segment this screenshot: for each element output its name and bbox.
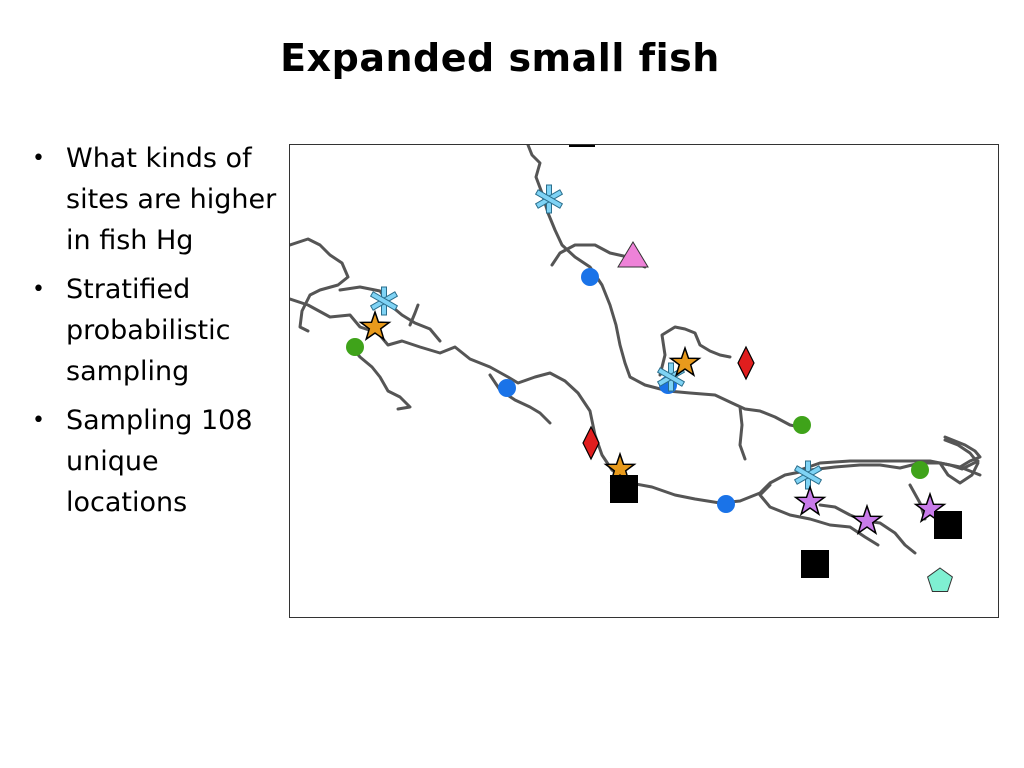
bullet-list: • What kinds of sites are higher in fish…	[28, 138, 278, 531]
river-east-channel	[758, 483, 880, 547]
teal-pentagon-markers	[927, 567, 953, 592]
blue-circle-marker	[498, 379, 516, 397]
red-diamond-marker	[737, 345, 755, 381]
purple-star-markers	[793, 484, 947, 535]
purple-star-marker	[913, 491, 947, 523]
river-west-lower	[348, 343, 412, 411]
river-west-loop	[338, 285, 442, 343]
bullet-text: Stratified probabilistic sampling	[66, 274, 231, 387]
bullet-item: • Stratified probabilistic sampling	[28, 269, 278, 392]
black-square-markers	[569, 145, 962, 578]
bullet-text: What kinds of sites are higher in fish H…	[66, 143, 277, 256]
light-blue-asterisk-marker	[793, 460, 823, 490]
teal-pentagon-marker	[927, 567, 953, 592]
river-east-cluster	[943, 435, 982, 469]
slide-title: Expanded small fish	[280, 36, 720, 80]
bullet-icon: •	[32, 277, 45, 302]
bullet-icon: •	[32, 146, 45, 171]
orange-star-marker	[358, 309, 392, 341]
light-blue-asterisk-marker	[369, 286, 399, 316]
river-west-branch	[290, 237, 350, 333]
bullet-text: Sampling 108 unique locations	[66, 405, 253, 518]
orange-star-marker	[668, 345, 702, 377]
black-square-marker	[610, 475, 638, 503]
river-mid-branch	[738, 405, 747, 461]
green-circle-marker	[346, 338, 364, 356]
purple-star-marker	[850, 503, 884, 535]
red-diamond-marker	[582, 425, 600, 461]
pink-triangle-marker	[617, 241, 649, 268]
purple-star-marker	[793, 484, 827, 516]
blue-circle-marker	[717, 495, 735, 513]
green-circle-marker	[793, 416, 811, 434]
river-mid-tributary	[658, 325, 732, 377]
green-circle-marker	[911, 461, 929, 479]
site-map	[289, 144, 999, 618]
river-west-segment	[408, 303, 420, 327]
bullet-item: • What kinds of sites are higher in fish…	[28, 138, 278, 261]
pink-triangle-markers	[617, 241, 649, 268]
black-square-marker	[801, 550, 829, 578]
black-square-marker	[934, 511, 962, 539]
river-main-stem	[290, 297, 982, 505]
red-diamond-markers	[582, 345, 755, 461]
river-east-tail	[938, 438, 980, 485]
green-circle-markers	[346, 338, 929, 479]
blue-circle-marker	[581, 268, 599, 286]
map-canvas	[290, 145, 982, 592]
bullet-item: • Sampling 108 unique locations	[28, 400, 278, 523]
bullet-icon: •	[32, 408, 45, 433]
light-blue-asterisk-marker	[534, 184, 564, 214]
black-square-marker	[569, 145, 595, 147]
orange-star-markers	[358, 309, 702, 483]
